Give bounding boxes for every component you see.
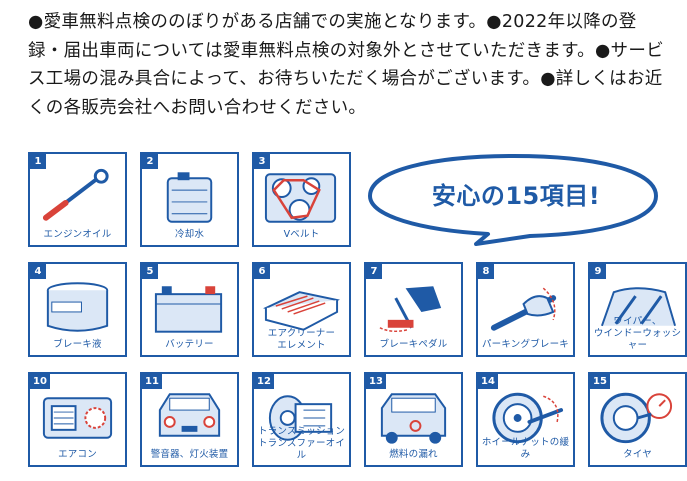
item-label: ブレーキペダル — [379, 339, 448, 350]
note-1: ●愛車無料点検ののぼりがある店舗での実施となります。 — [28, 12, 487, 32]
item-label: パーキングブレーキ — [481, 339, 569, 350]
item-label: エアコン — [58, 449, 97, 460]
item-label: 燃料の漏れ — [389, 449, 438, 460]
item-number: 10 — [30, 374, 50, 389]
note-3: ●サービス工場の混み具合によって、お待ちいただく場合がございます。 — [28, 40, 664, 90]
inspection-item-6: 6 エアクリーナーエレメント — [252, 262, 351, 357]
item-label: Vベルト — [283, 229, 320, 240]
inspection-item-5: 5 バッテリー — [140, 262, 239, 357]
item-number: 13 — [366, 374, 386, 389]
item-label: トランスミッショントランスファーオイル — [257, 426, 346, 461]
item-label: 冷却水 — [174, 229, 205, 240]
item-label: 警音器、灯火装置 — [150, 449, 229, 460]
item-number: 9 — [590, 264, 606, 279]
item-number: 2 — [142, 154, 158, 169]
item-label: エンジンオイル — [43, 229, 112, 240]
item-number: 15 — [590, 374, 610, 389]
brake-pedal-icon — [379, 286, 442, 333]
item-number: 1 — [30, 154, 46, 169]
inspection-item-12: 12 トランスミッショントランスファーオイル — [252, 372, 351, 467]
wiper-icon — [600, 287, 676, 327]
item-number: 4 — [30, 264, 46, 279]
transmission-icon — [268, 395, 333, 441]
inspection-item-10: 10 エアコン — [28, 372, 127, 467]
item-number: 8 — [478, 264, 494, 279]
coolant-reservoir-icon — [166, 172, 213, 223]
tire-gauge-icon — [600, 392, 673, 444]
item-number: 12 — [254, 374, 274, 389]
inspection-item-11: 11 警音器、灯火装置 — [140, 372, 239, 467]
inspection-item-14: 14 ホイールナットの緩み — [476, 372, 575, 467]
item-label: ホイールナットの緩み — [481, 437, 570, 460]
car-rear-icon — [380, 393, 447, 444]
notes-paragraph: ●愛車無料点検ののぼりがある店舗での実施となります。●2022年以降の登録・届出… — [28, 8, 668, 122]
headline: 安心の15項目! — [431, 182, 601, 210]
inspection-item-1: 1 エンジンオイル — [28, 152, 127, 247]
speech-bubble — [368, 154, 658, 246]
item-number: 14 — [478, 374, 498, 389]
item-number: 7 — [366, 264, 382, 279]
brake-fluid-icon — [46, 282, 109, 332]
item-label: ブレーキ液 — [53, 339, 102, 350]
dipstick-icon — [42, 168, 109, 221]
battery-icon — [154, 286, 223, 333]
item-number: 5 — [142, 264, 158, 279]
note-2: ●2022年以降の登録・届出車両については愛車無料点検の対象外とさせていただきま… — [28, 12, 637, 61]
inspection-item-8: 8 パーキングブレーキ — [476, 262, 575, 357]
inspection-item-7: 7 ブレーキペダル — [364, 262, 463, 357]
air-vent-icon — [42, 397, 113, 439]
air-filter-icon — [263, 291, 340, 331]
item-label: タイヤ — [623, 449, 652, 460]
item-label: バッテリー — [165, 339, 214, 350]
item-number: 11 — [142, 374, 162, 389]
car-front-icon — [158, 393, 221, 437]
v-belt-icon — [264, 173, 337, 223]
inspection-item-4: 4 ブレーキ液 — [28, 262, 127, 357]
inspection-item-9: 9 ワイパー、ウインドーウォッシャー — [588, 262, 687, 357]
parking-brake-icon — [490, 287, 557, 331]
note-4: ●詳しくはお近くの各販売会社へお問い合わせください。 — [28, 69, 663, 118]
item-number: 3 — [254, 154, 270, 169]
inspection-item-13: 13 燃料の漏れ — [364, 372, 463, 467]
wheel-nut-icon — [492, 392, 564, 444]
item-label: エアクリーナーエレメント — [267, 328, 336, 351]
item-label: ワイパー、ウインドーウォッシャー — [593, 316, 682, 351]
item-number: 6 — [254, 264, 270, 279]
inspection-item-15: 15 タイヤ — [588, 372, 687, 467]
inspection-item-2: 2 冷却水 — [140, 152, 239, 247]
